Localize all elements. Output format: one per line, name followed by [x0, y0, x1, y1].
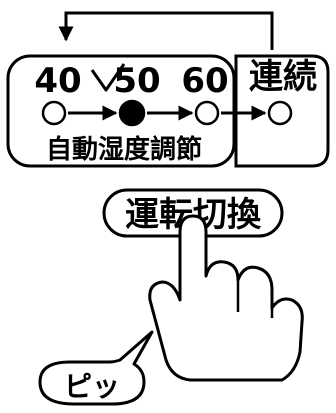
lamp-60-indicator	[194, 100, 220, 126]
humidity-40-label: 40	[34, 61, 81, 101]
loop-back-arrow	[58, 11, 274, 50]
beep-sound-label: ピッ	[64, 370, 120, 403]
auto-humidity-panel	[6, 54, 236, 168]
selected-check-mark	[90, 63, 126, 92]
lamp-40-indicator	[41, 100, 67, 126]
continuous-label: 連続	[249, 57, 317, 97]
continuous-panel	[234, 54, 330, 168]
humidity-60-label: 60	[181, 61, 228, 101]
lamp-50-indicator	[118, 99, 146, 127]
lamp-continuous-indicator	[267, 100, 293, 126]
beep-speech-bubble	[38, 330, 154, 406]
pressing-hand-icon	[148, 214, 304, 382]
auto-humidity-label: 自動湿度調節	[46, 134, 202, 165]
